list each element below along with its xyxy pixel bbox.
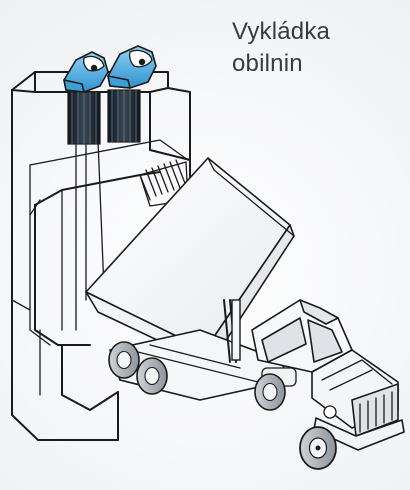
caption: Vykládka obilnin	[232, 16, 330, 81]
dump-truck-icon	[85, 157, 405, 470]
fan-unit-icon	[63, 45, 157, 93]
silo-structure-icon	[11, 71, 191, 441]
caption-line-2: obilnin	[232, 50, 303, 78]
caption-line-1: Vykládka	[232, 18, 331, 45]
filter-bags-icon	[67, 89, 141, 145]
